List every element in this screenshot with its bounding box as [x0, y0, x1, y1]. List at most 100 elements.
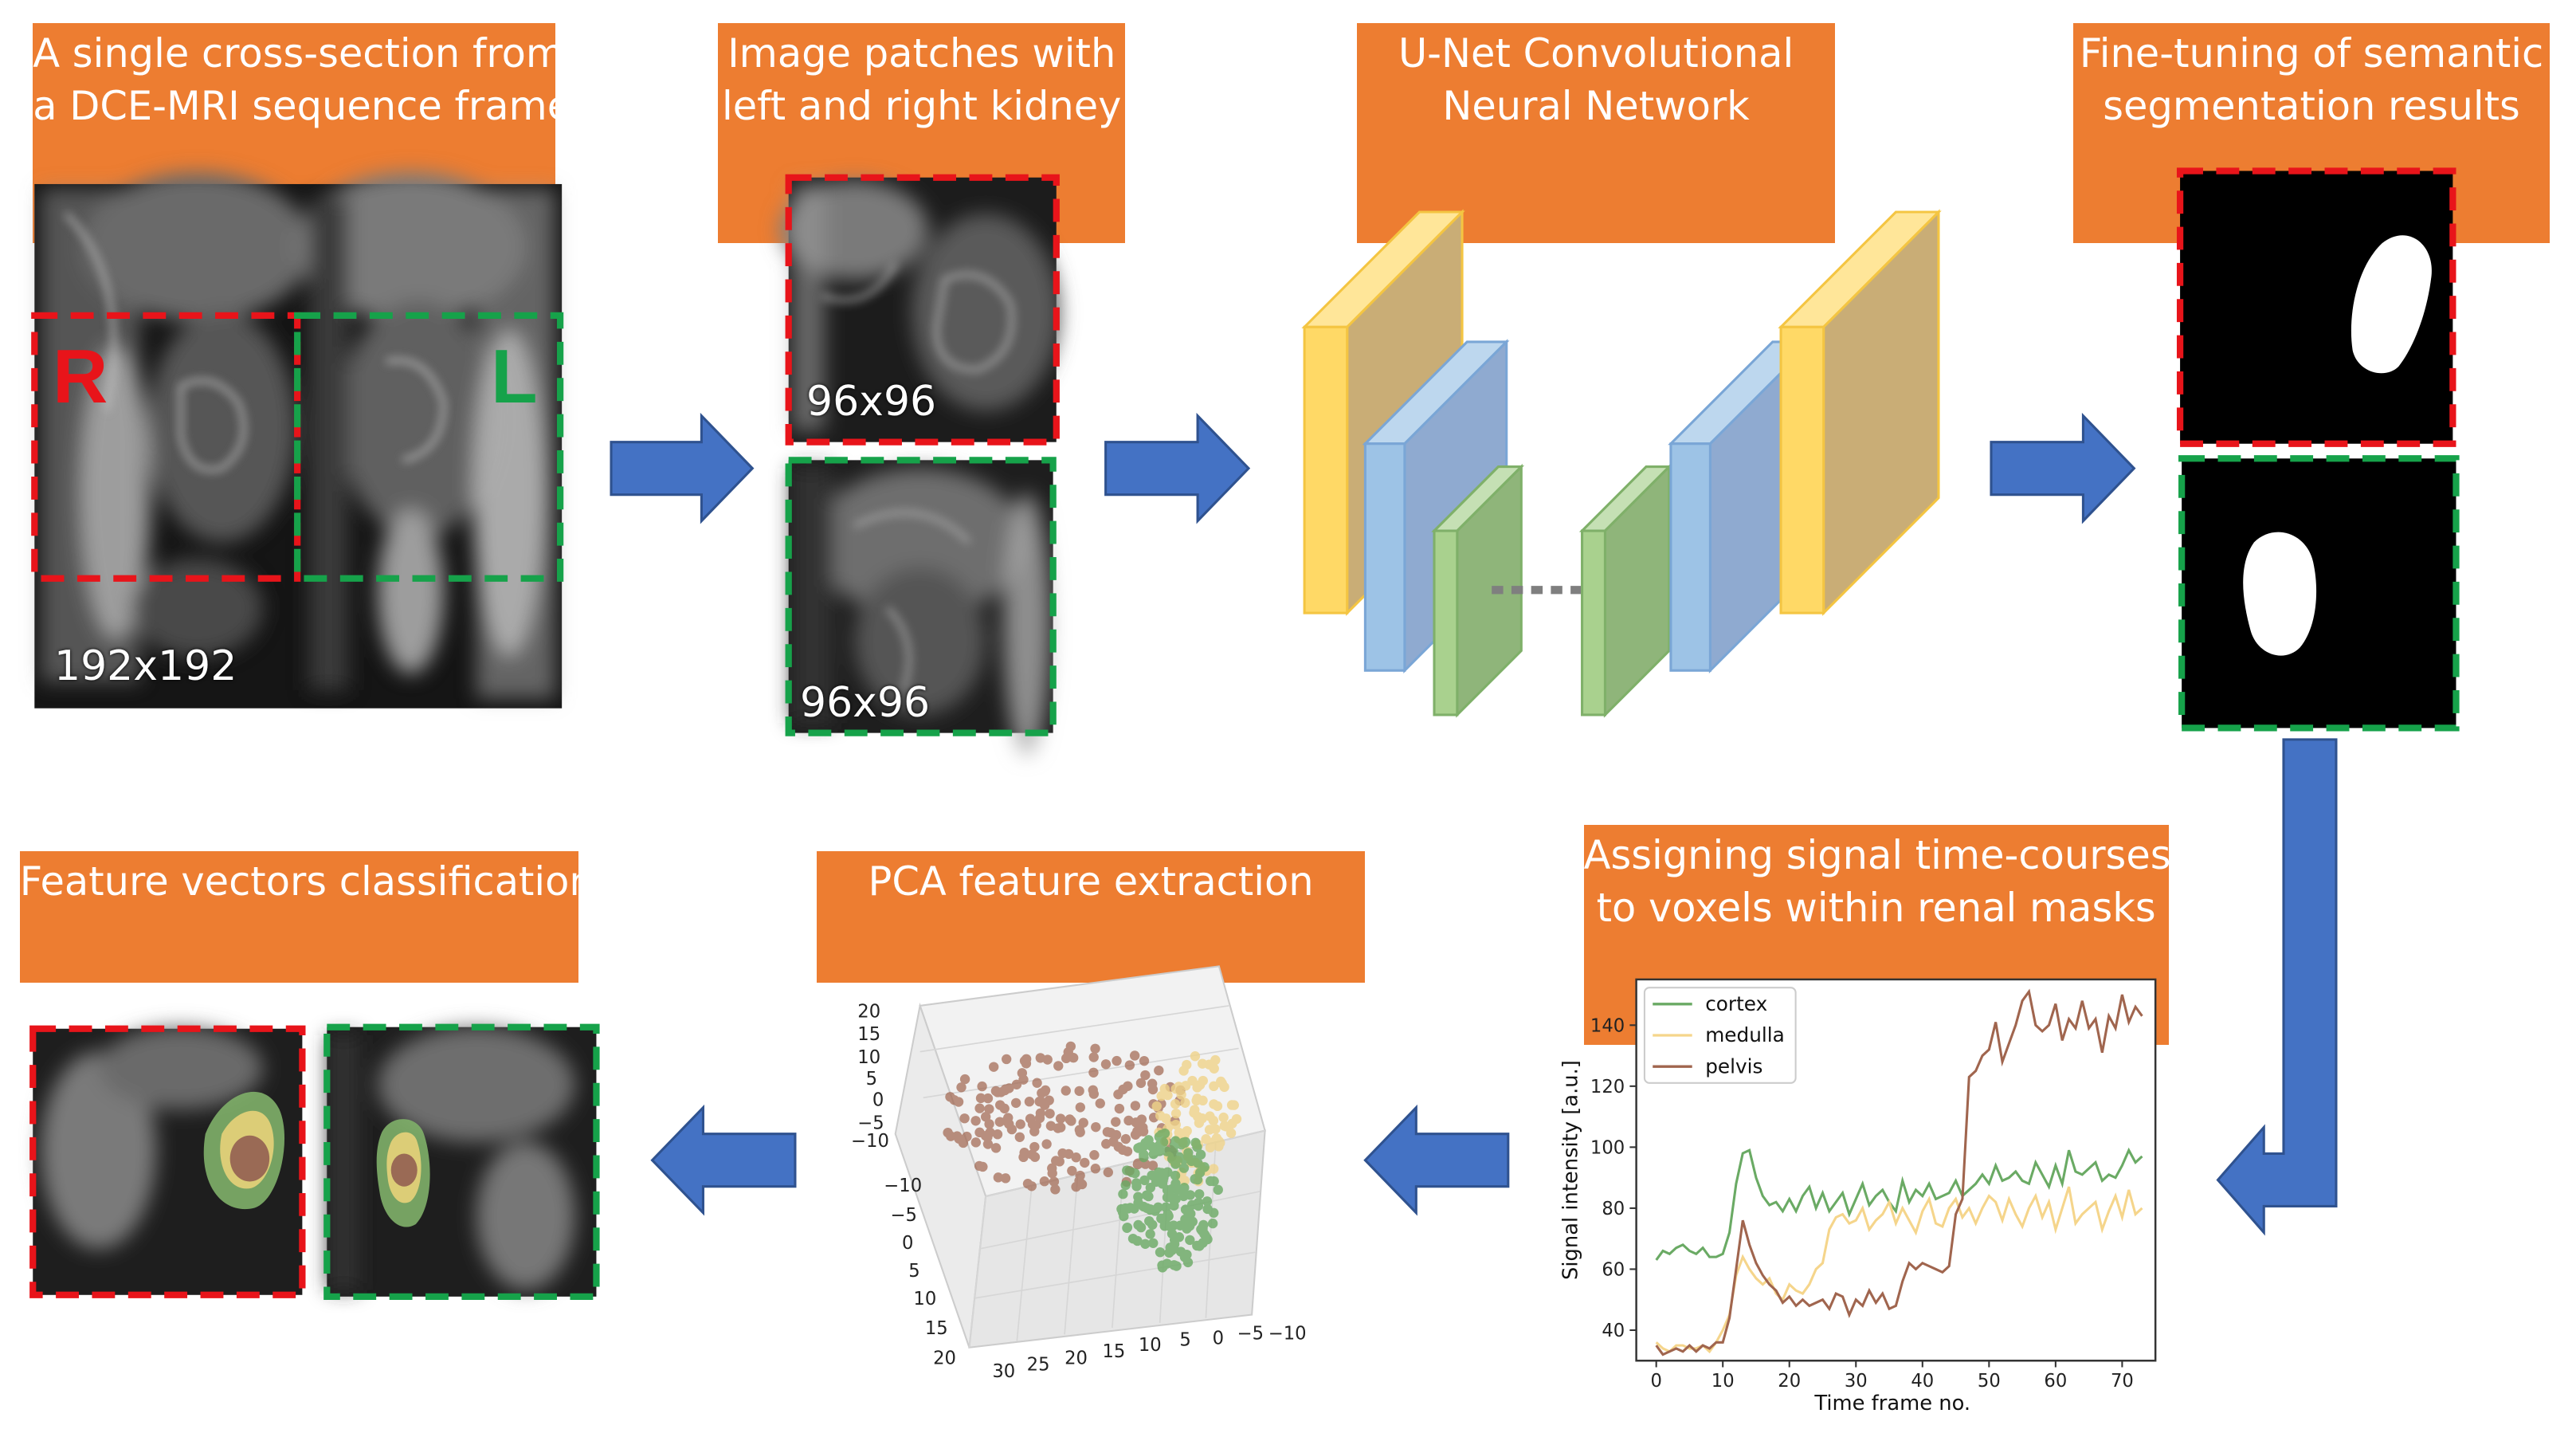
- series-line-pelvis: [1655, 988, 2143, 1356]
- pca-point-medulla: [1180, 1097, 1190, 1108]
- svg-text:10: 10: [913, 1289, 936, 1309]
- pca-point-pelvis: [1074, 1125, 1085, 1135]
- pca-point-pelvis: [1004, 1083, 1014, 1093]
- pca-point-pelvis: [1042, 1054, 1053, 1065]
- banner-step3-line1: U-Net Convolutional: [1398, 30, 1794, 77]
- pca-point-medulla: [1231, 1113, 1242, 1125]
- pca-point-medulla: [1215, 1137, 1225, 1148]
- pca-point-pelvis: [1065, 1041, 1076, 1052]
- pca-point-pelvis: [1018, 1074, 1029, 1085]
- pca-point-pelvis: [1000, 1173, 1011, 1184]
- y-tick-label: 60: [1602, 1260, 1625, 1281]
- pca-point-cortex: [1139, 1175, 1150, 1186]
- pca-point-medulla: [1178, 1066, 1189, 1076]
- classified-right-kidney: [29, 1025, 306, 1298]
- classified-left-kidney: [323, 1023, 600, 1300]
- banner-step4-line2: segmentation results: [2103, 83, 2520, 130]
- banner-step6-line1: PCA feature extraction: [868, 858, 1314, 905]
- banner-step1-line1: A single cross-section from: [33, 30, 565, 77]
- x-tick-label: 30: [1845, 1371, 1868, 1392]
- pca-point-pelvis: [954, 1133, 964, 1144]
- pca-point-pelvis: [1061, 1086, 1071, 1096]
- pca-point-medulla: [1225, 1128, 1237, 1138]
- pca-point-cortex: [1156, 1129, 1166, 1141]
- unet-block-green-left: [1431, 463, 1525, 718]
- pca-point-cortex: [1185, 1190, 1195, 1200]
- pca-point-pelvis: [1123, 1115, 1134, 1126]
- x-tick-label: 10: [1711, 1371, 1735, 1392]
- svg-text:30: 30: [992, 1361, 1015, 1382]
- y-tick-label: 140: [1590, 1016, 1625, 1037]
- svg-text:5: 5: [1179, 1330, 1190, 1351]
- pca-point-cortex: [1118, 1189, 1128, 1199]
- arrow-left-4: [1363, 1104, 1510, 1216]
- banner-step3-line2: Neural Network: [1442, 83, 1750, 130]
- pca-point-cortex: [1182, 1249, 1192, 1260]
- pca-point-cortex: [1140, 1239, 1151, 1249]
- svg-text:−10: −10: [851, 1131, 889, 1152]
- pca-point-pelvis: [956, 1082, 966, 1093]
- arrow-right-2: [1104, 412, 1251, 524]
- svg-text:−5: −5: [891, 1205, 917, 1226]
- pca-point-pelvis: [1053, 1061, 1064, 1071]
- pca-point-cortex: [1153, 1202, 1163, 1212]
- pca-point-pelvis: [1154, 1065, 1164, 1076]
- pca-point-cortex: [1142, 1203, 1152, 1213]
- pca-point-medulla: [1192, 1111, 1203, 1122]
- chart-xlabel: Time frame no.: [1813, 1392, 1970, 1415]
- pca-point-cortex: [1185, 1235, 1195, 1246]
- pca-point-medulla: [1216, 1076, 1226, 1087]
- pca-point-pelvis: [1011, 1079, 1022, 1089]
- pca-point-pelvis: [1018, 1152, 1029, 1163]
- x-tick-label: 60: [2044, 1371, 2067, 1392]
- banner-step4-line1: Fine-tuning of semantic: [2079, 30, 2544, 77]
- banner-step2-line2: left and right kidney: [721, 83, 1122, 130]
- pca-point-cortex: [1164, 1221, 1175, 1231]
- pca-point-pelvis: [1071, 1152, 1081, 1163]
- pca-point-pelvis: [959, 1074, 970, 1085]
- pca-point-pelvis: [1111, 1117, 1121, 1127]
- pca-point-cortex: [1148, 1238, 1159, 1248]
- svg-text:10: 10: [857, 1047, 880, 1068]
- pca-point-pelvis: [999, 1103, 1010, 1114]
- pca-point-cortex: [1193, 1197, 1204, 1208]
- pca-point-pelvis: [1050, 1184, 1061, 1195]
- svg-text:25: 25: [1027, 1355, 1050, 1376]
- pca-point-pelvis: [1045, 1109, 1055, 1119]
- pca-point-pelvis: [988, 1062, 999, 1072]
- pca-point-pelvis: [1113, 1141, 1123, 1152]
- patch-bottom-size-label: 96x96: [800, 679, 931, 727]
- pca-point-cortex: [1181, 1221, 1191, 1231]
- pca-point-pelvis: [994, 1117, 1005, 1127]
- pca-point-cortex: [1198, 1223, 1208, 1234]
- pca-point-medulla: [1204, 1125, 1215, 1135]
- pca-point-pelvis: [1047, 1168, 1057, 1179]
- pca-point-cortex: [1179, 1137, 1190, 1148]
- pca-point-cortex: [1135, 1142, 1146, 1152]
- svg-text:−10: −10: [884, 1176, 922, 1196]
- legend-cortex: cortex: [1705, 992, 1767, 1015]
- pca-point-pelvis: [1026, 1181, 1037, 1192]
- pca-point-medulla: [1198, 1095, 1208, 1106]
- pca-point-pelvis: [1051, 1156, 1061, 1166]
- pca-point-cortex: [1161, 1202, 1171, 1212]
- pca-point-pelvis: [1090, 1043, 1100, 1054]
- pca-point-pelvis: [1139, 1055, 1150, 1066]
- pca-point-cortex: [1130, 1168, 1140, 1179]
- banner-pca: PCA feature extraction: [816, 851, 1366, 983]
- pca-point-pelvis: [1040, 1100, 1050, 1110]
- patch-right-kidney: [780, 174, 1060, 446]
- pca-point-cortex: [1183, 1148, 1194, 1158]
- svg-text:20: 20: [1065, 1348, 1088, 1368]
- chart-legend: cortex medulla pelvis: [1643, 987, 1797, 1084]
- pca-point-cortex: [1194, 1189, 1205, 1199]
- pca-point-medulla: [1176, 1089, 1186, 1100]
- pca-point-cortex: [1202, 1234, 1213, 1245]
- pca-point-medulla: [1229, 1100, 1239, 1110]
- pca-point-pelvis: [1095, 1098, 1105, 1109]
- pca-points-pelvis: [943, 1041, 1186, 1195]
- pca-point-pelvis: [1027, 1149, 1037, 1160]
- pca-point-pelvis: [962, 1131, 972, 1142]
- pca-point-medulla: [1192, 1082, 1202, 1093]
